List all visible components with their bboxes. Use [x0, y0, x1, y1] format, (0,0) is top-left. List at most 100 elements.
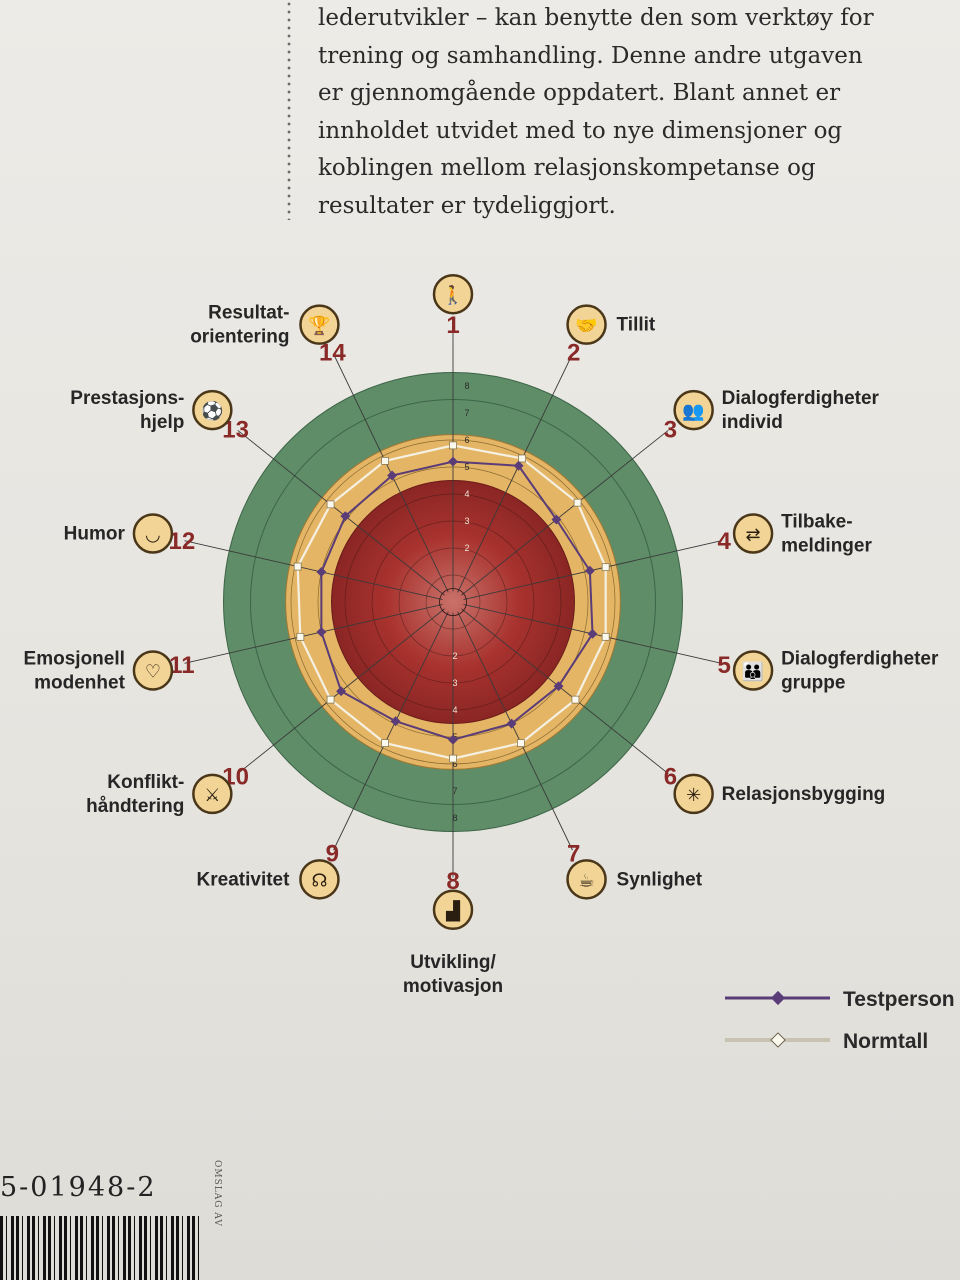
axis-number: 11: [169, 652, 194, 679]
scale-tick-label: 7: [464, 408, 469, 418]
scale-tick-label: 2: [464, 543, 469, 553]
scale-tick-label: 8: [452, 813, 457, 823]
data-point: [506, 718, 517, 729]
person-icon-glyph: 🚶: [442, 284, 464, 306]
data-point: [601, 632, 610, 641]
axis-label-line: Dialogferdigheter: [781, 648, 939, 669]
data-point: [571, 695, 580, 704]
axis-label-line: modenhet: [34, 672, 125, 693]
data-point: [573, 498, 582, 507]
axis-spoke: [457, 611, 573, 851]
radar-chart: 234567823456781🚶Menneskeinteresse2🤝Tilli…: [24, 273, 955, 1053]
stairs-icon-glyph: ▟: [445, 900, 461, 922]
axis-number: 6: [664, 763, 677, 790]
isbn-number: 5-01948-2: [0, 1172, 157, 1203]
heart-icon-glyph: ♡: [145, 661, 161, 682]
scale-tick-label: 7: [452, 786, 457, 796]
group-icon: [732, 650, 774, 691]
scale-tick-label: 2: [452, 651, 457, 661]
dotted-rule: [287, 0, 291, 220]
axis-number: 5: [717, 652, 730, 679]
axis-number: 9: [326, 841, 339, 868]
axis-label: Kreativitet: [197, 869, 291, 890]
paragraph-line: trening og samhandling. Denne andre utga…: [318, 42, 863, 69]
scale-tick-label: 4: [452, 705, 457, 715]
axis-label-line: Humor: [64, 524, 126, 545]
data-point: [584, 565, 595, 576]
trophy-icon: [299, 304, 340, 345]
axis-label-line: Resultat-: [208, 303, 289, 324]
data-point: [587, 628, 598, 639]
data-point: [326, 695, 335, 704]
web-icon: [673, 773, 714, 815]
axis-label-line: Emosjonell: [24, 648, 125, 669]
data-point: [517, 739, 525, 747]
stairs-icon: [432, 889, 474, 931]
paragraph-line: innholdet utvidet med to nye dimensjoner…: [318, 117, 843, 144]
data-point: [381, 739, 389, 747]
axis-label-line: Prestasjons-: [70, 388, 184, 409]
data-point: [340, 511, 351, 522]
axis-label-line: motivasjon: [403, 976, 503, 997]
axis-label-line: Kreativitet: [197, 869, 291, 890]
axis-spoke: [333, 611, 449, 851]
scale-tick-label: 6: [464, 435, 469, 445]
trophy-icon-glyph: 🏆: [308, 315, 330, 337]
data-point: [448, 734, 458, 745]
axis-label-line: orientering: [190, 327, 289, 348]
axis-label: Emosjonell modenhet: [24, 648, 126, 693]
dialogue-icon: [673, 389, 714, 431]
axis-spoke: [457, 353, 573, 593]
scale-tick-label: 8: [464, 381, 469, 391]
coffee-icon-glyph: ☕: [578, 870, 594, 891]
axis-label-line: Utvikling/: [410, 952, 496, 973]
conflict-icon: [192, 773, 233, 815]
smile-icon: [132, 513, 174, 554]
axis-label-line: Synlighet: [617, 869, 703, 890]
paragraph-line: lederutvikler – kan benytte den som verk…: [318, 5, 874, 31]
coffee-icon: [566, 859, 607, 900]
paragraph-line: resultater er tydeliggjort.: [318, 192, 616, 219]
barcode: [0, 1216, 200, 1280]
data-point: [518, 454, 527, 463]
data-point: [293, 562, 302, 571]
axis-number: 2: [567, 339, 580, 366]
data-point: [551, 514, 562, 525]
ear-icon-glyph: ☊: [311, 870, 327, 891]
paragraph-line: er gjennomgående oppdatert. Blant annet …: [318, 80, 841, 106]
axis-label: Prestasjons-hjelp: [70, 388, 184, 433]
axis-label-line: Konflikt-: [107, 772, 184, 793]
ball-icon: [192, 389, 233, 431]
dialogue-icon-glyph: 👥: [682, 401, 704, 422]
axis-label: Konflikt-håndtering: [86, 772, 184, 817]
handshake-icon: [566, 304, 607, 345]
legend-marker: [770, 1032, 786, 1048]
web-icon-glyph: ✳: [686, 785, 701, 806]
center-ring: [439, 588, 467, 616]
handshake-icon-glyph: 🤝: [575, 316, 597, 337]
axis-label-line: Relasjonsbygging: [722, 784, 886, 805]
axis-label: Relasjonsbygging: [722, 784, 886, 805]
axis-spoke: [184, 540, 443, 601]
paragraph-line: koblingen mellom relasjonskompetanse og: [318, 155, 816, 181]
conflict-icon-glyph: ⚔: [204, 785, 220, 806]
data-point: [381, 457, 389, 465]
axis-label-line: Tillit: [617, 315, 656, 336]
cover-credit: OMSLAG AV: [212, 1160, 222, 1227]
scale-tick-label: 6: [452, 759, 457, 769]
axis-label-line: Dialogferdigheter: [722, 388, 880, 409]
axis-number: 4: [717, 528, 731, 555]
axis-number: 1: [446, 312, 459, 339]
data-point: [296, 632, 305, 641]
axis-label-line: gruppe: [781, 672, 845, 693]
data-point: [316, 567, 327, 577]
axis-label-line: hjelp: [140, 412, 184, 433]
axis-number: 3: [664, 417, 677, 444]
axis-label: Tilbake-meldinger: [781, 512, 872, 557]
data-point: [553, 681, 564, 692]
legend-marker: [770, 990, 786, 1006]
arrows-icon-glyph: ⇄: [746, 525, 761, 546]
axis-label: Utvikling/motivasjon: [403, 952, 503, 997]
heart-icon: [132, 650, 174, 691]
data-point: [316, 627, 327, 637]
